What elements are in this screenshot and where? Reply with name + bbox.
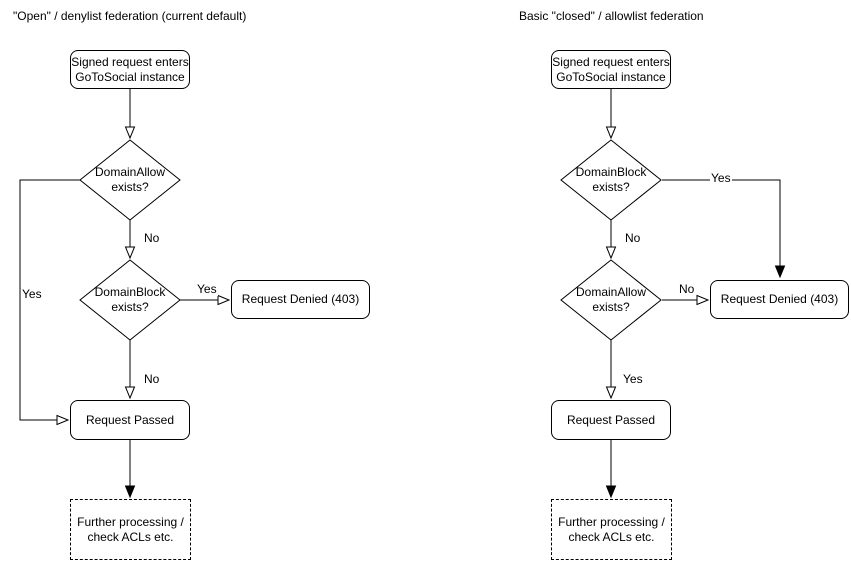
further-processing-node-right: Further processing / check ACLs etc. [551, 499, 672, 560]
chart-title-closed-allowlist: Basic "closed" / allowlist federation [519, 9, 704, 23]
decision2-diamond-left [79, 259, 181, 341]
edge-label-yes-left-denied: Yes [196, 282, 218, 296]
request-passed-node-right: Request Passed [551, 400, 671, 440]
request-denied-node-right: Request Denied (403) [710, 280, 849, 319]
edge-right-decision1-yes-to-denied [662, 179, 780, 277]
decision1-diamond-left [79, 139, 181, 221]
request-denied-node-left: Request Denied (403) [231, 280, 370, 319]
edge-label-yes-right-2: Yes [622, 372, 644, 386]
edge-label-no-right-1: No [624, 231, 642, 245]
decision2-diamond-right [560, 259, 662, 341]
decision1-diamond-right [560, 139, 662, 221]
start-node-right: Signed request enters GoToSocial instanc… [551, 50, 671, 89]
edge-label-no-left-1: No [143, 231, 161, 245]
request-passed-node-left: Request Passed [70, 400, 190, 440]
start-node-left: Signed request enters GoToSocial instanc… [70, 50, 190, 89]
chart-title-open-denylist: "Open" / denylist federation (current de… [13, 9, 247, 23]
edge-label-no-left-2: No [143, 372, 161, 386]
edge-left-decision1-yes-to-passed [19, 179, 80, 420]
edge-label-no-right-denied: No [678, 282, 696, 296]
further-processing-node-left: Further processing / check ACLs etc. [70, 499, 191, 560]
edge-label-yes-right-top: Yes [710, 171, 732, 185]
edge-label-yes-left-loop: Yes [21, 287, 43, 301]
